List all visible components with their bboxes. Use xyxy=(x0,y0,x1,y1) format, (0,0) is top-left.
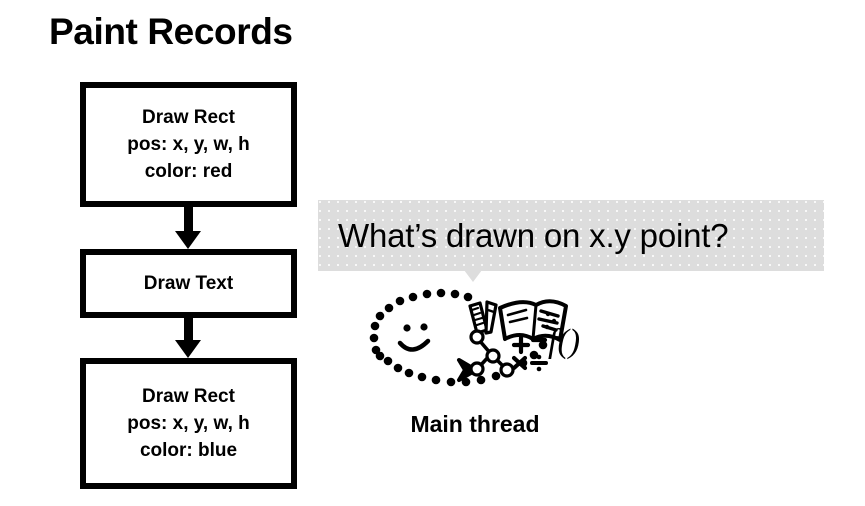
pencil-icon xyxy=(484,300,498,335)
math-symbols-icon xyxy=(511,335,548,372)
paint-record-box-draw-rect-red: Draw Rect pos: x, y, w, h color: red xyxy=(80,82,297,207)
main-thread-label: Main thread xyxy=(410,411,540,437)
page-title: Paint Records xyxy=(49,11,293,52)
dotted-oval-icon xyxy=(369,288,551,387)
smiley-face-icon xyxy=(397,323,431,352)
ruler-icon xyxy=(468,301,489,335)
flow-arrow-down-icon xyxy=(175,207,202,249)
arrow-head xyxy=(175,231,201,249)
record-line: color: red xyxy=(144,161,233,182)
tree-graph-icon xyxy=(469,329,515,378)
speech-bubble: What’s drawn on x.y point? xyxy=(318,200,824,271)
open-book-icon xyxy=(498,299,568,342)
arrow-shaft xyxy=(184,207,193,233)
record-line: pos: x, y, w, h xyxy=(127,413,250,434)
speech-bubble-tail xyxy=(464,270,482,282)
record-line: Draw Rect xyxy=(142,107,235,128)
main-thread-doodle: f() xyxy=(360,288,590,400)
record-line: Draw Text xyxy=(143,273,234,294)
paint-record-box-draw-rect-blue: Draw Rect pos: x, y, w, h color: blue xyxy=(80,358,297,489)
arrow-shaft xyxy=(184,318,193,342)
record-line: Draw Rect xyxy=(142,386,235,407)
record-line: color: blue xyxy=(139,440,238,461)
function-notation-icon: f() xyxy=(548,323,580,360)
arrow-head xyxy=(175,340,201,358)
record-line: pos: x, y, w, h xyxy=(127,134,250,155)
flow-arrow-down-icon xyxy=(175,318,202,358)
svg-text:f(): f() xyxy=(548,323,580,360)
speech-bubble-text: What’s drawn on x.y point? xyxy=(338,216,729,254)
paint-record-box-draw-text: Draw Text xyxy=(80,249,297,318)
